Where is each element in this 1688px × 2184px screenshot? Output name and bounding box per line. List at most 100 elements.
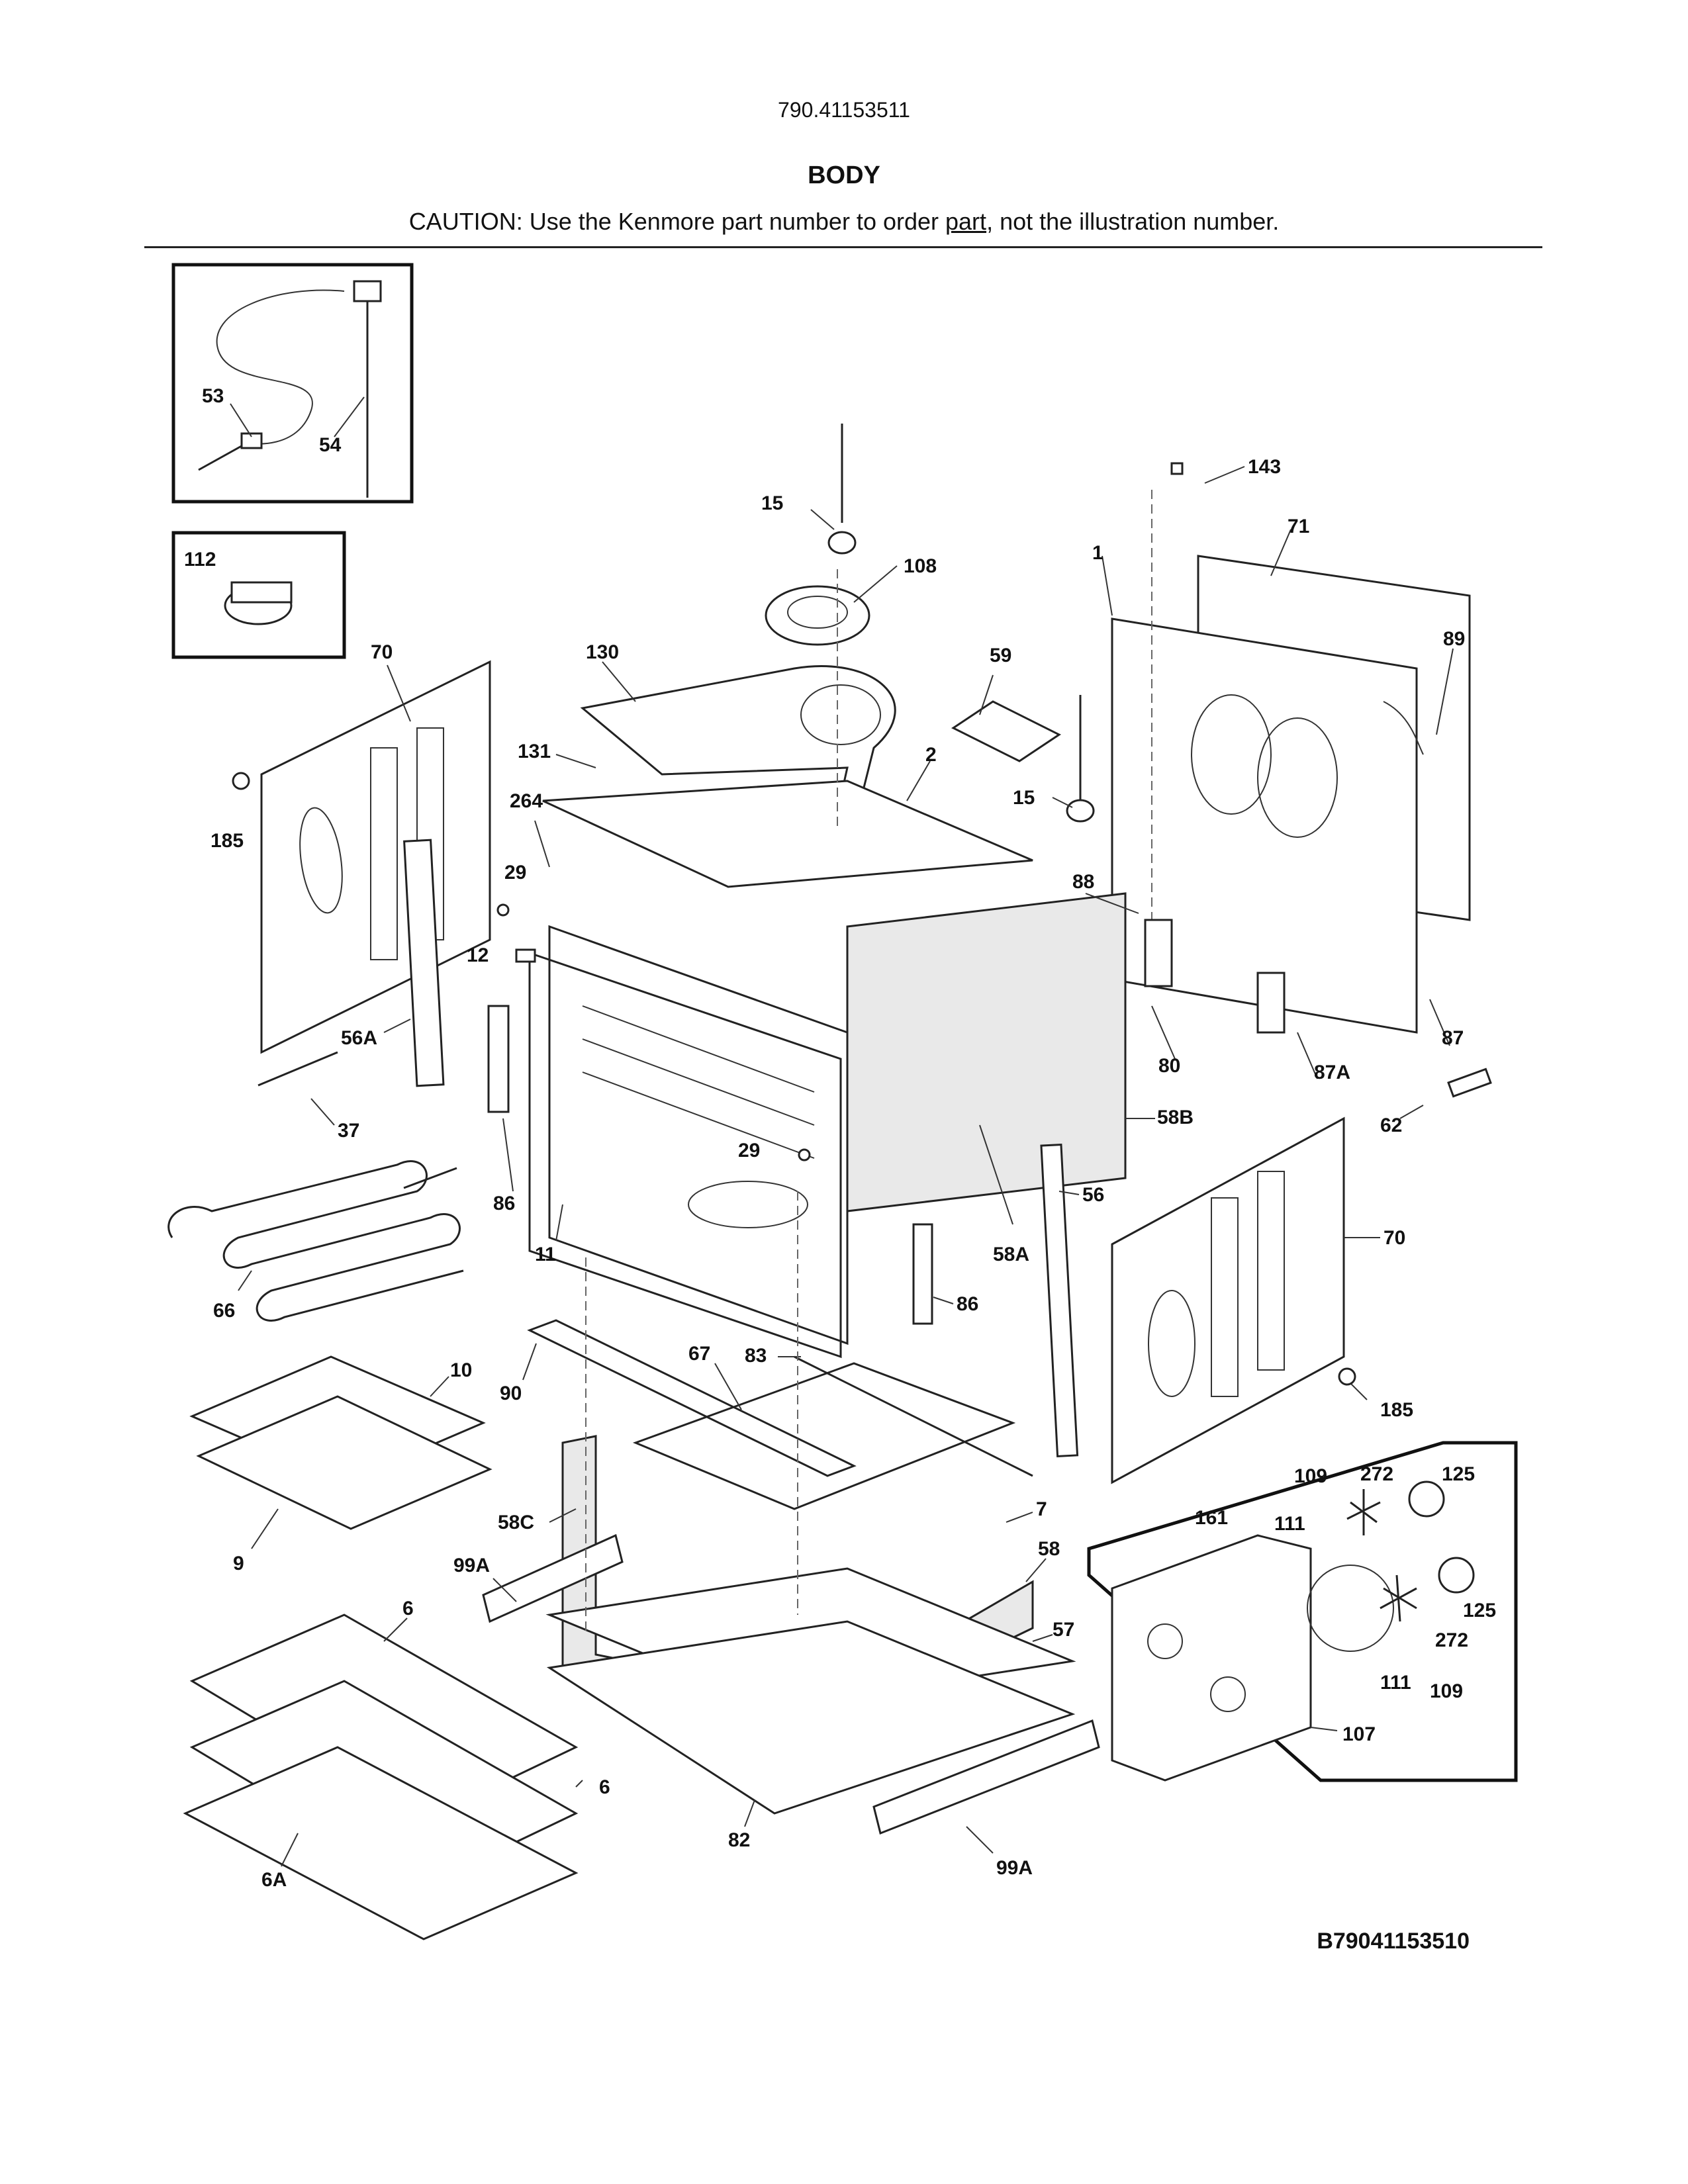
probe-bracket (353, 280, 382, 302)
callout-131: 131 (518, 741, 551, 762)
side-panel-left-slot-1 (370, 747, 398, 960)
callout-70-left: 70 (371, 641, 393, 663)
rear-panel-1-ring-2 (1257, 717, 1338, 838)
leader-lines (230, 396, 1454, 1867)
callout-130: 130 (586, 641, 619, 663)
caution-note: CAUTION: Use the Kenmore part number to … (0, 208, 1688, 236)
insulation-58a (846, 892, 1127, 1212)
clip-143 (1170, 462, 1184, 475)
convection-cover-hole-1 (1147, 1623, 1183, 1659)
callout-89: 89 (1443, 628, 1465, 650)
leader-15-top (810, 509, 835, 530)
fan-motor-125-upper (1408, 1480, 1445, 1518)
side-probe-bulb (1066, 799, 1095, 823)
hinge-86-left (487, 1005, 510, 1113)
side-panel-right-slot-1 (1211, 1197, 1239, 1397)
callout-57: 57 (1053, 1619, 1074, 1641)
callout-7: 7 (1036, 1498, 1047, 1520)
cavity-rack-guide-3 (582, 1071, 815, 1159)
callout-37: 37 (338, 1120, 359, 1142)
leader-7 (1006, 1512, 1033, 1523)
leader-6a (281, 1833, 299, 1867)
callout-29-upper: 29 (504, 862, 526, 884)
callout-80: 80 (1158, 1055, 1180, 1077)
side-panel-left-shape (260, 660, 491, 1054)
callout-56: 56 (1082, 1184, 1104, 1206)
leader-99a-lower (966, 1826, 994, 1854)
trim-90 (527, 1319, 857, 1477)
callout-88: 88 (1072, 871, 1094, 893)
bracket-99a-lower (872, 1719, 1100, 1835)
hinge-86-right (912, 1223, 933, 1325)
side-panel-right-slot-2 (1257, 1171, 1285, 1371)
inset-box-convection (1087, 1441, 1518, 1782)
switch-87a (1256, 972, 1286, 1034)
callout-111-lower: 111 (1380, 1672, 1411, 1694)
side-panel-right-opening (1148, 1290, 1196, 1397)
fan-blade-109-upper (1346, 1489, 1381, 1535)
callout-83: 83 (745, 1345, 767, 1367)
leader-86-right (933, 1297, 954, 1304)
leader-87a (1297, 1032, 1318, 1079)
leader-143 (1204, 466, 1245, 484)
callout-15-side: 15 (1013, 787, 1035, 809)
callout-67: 67 (688, 1343, 710, 1365)
terminal-block-62 (1447, 1068, 1492, 1098)
leader-58c (549, 1508, 577, 1523)
probe-ferrule (240, 432, 263, 449)
leader-62 (1399, 1105, 1424, 1119)
callout-6-lower: 6 (599, 1776, 610, 1798)
lamp-12 (515, 948, 536, 963)
callout-11: 11 (535, 1244, 556, 1265)
bake-element-67 (632, 1362, 1016, 1510)
callout-29-lower: 29 (738, 1140, 760, 1161)
callout-58: 58 (1038, 1538, 1060, 1560)
caution-part-link[interactable]: part (945, 208, 987, 235)
side-panel-right-shape (1111, 1116, 1345, 1484)
fan-motor-125-lower (1438, 1557, 1475, 1594)
leader-82 (744, 1799, 755, 1827)
left-side-panel (260, 660, 491, 1054)
broil-element-terminal (403, 1167, 457, 1189)
callout-108: 108 (904, 555, 937, 577)
inset-convection-assembly (1087, 1441, 1518, 1782)
screw-29-lower (798, 1148, 811, 1161)
rail-56a (403, 839, 445, 1087)
callout-185-left: 185 (211, 830, 244, 852)
duct-130-opening (800, 684, 881, 745)
fan-blade-109-lower (1380, 1574, 1417, 1622)
cavity-top (542, 780, 1033, 888)
leader-53 (230, 403, 252, 437)
callout-9: 9 (233, 1553, 244, 1574)
leader-58 (1025, 1558, 1047, 1582)
leader-108 (853, 565, 898, 603)
leader-58a (979, 1124, 1013, 1225)
top-probe-bulb (827, 531, 857, 555)
caution-suffix: , not the illustration number. (986, 208, 1280, 235)
leader-6-lower (575, 1780, 583, 1788)
plate-59 (951, 700, 1061, 762)
leader-131 (555, 754, 596, 768)
rear-panel-1-ring-1 (1191, 694, 1272, 815)
callout-264: 264 (510, 790, 543, 812)
knob-185-right (1338, 1367, 1356, 1386)
trim-83 (794, 1355, 1033, 1477)
leader-10 (430, 1376, 449, 1397)
fan-108-housing (765, 585, 870, 646)
leader-99a-upper (492, 1578, 517, 1602)
cavity-rack-guide-2 (582, 1038, 815, 1126)
caution-prefix: CAUTION: Use the Kenmore part number to … (408, 208, 946, 235)
alignment-lines (585, 490, 1152, 1635)
screw-29-upper (496, 903, 510, 917)
callout-58b: 58B (1157, 1107, 1194, 1128)
callout-272-lower: 272 (1435, 1629, 1468, 1651)
callout-86-left: 86 (493, 1193, 515, 1214)
model-number: 790.41153511 (778, 98, 910, 122)
leader-66 (238, 1270, 252, 1291)
callout-54: 54 (319, 434, 342, 456)
inset-sensor-probe (171, 263, 414, 504)
callout-112: 112 (184, 549, 216, 570)
leader-15-side (1052, 797, 1073, 808)
callout-109-lower: 109 (1430, 1680, 1463, 1702)
